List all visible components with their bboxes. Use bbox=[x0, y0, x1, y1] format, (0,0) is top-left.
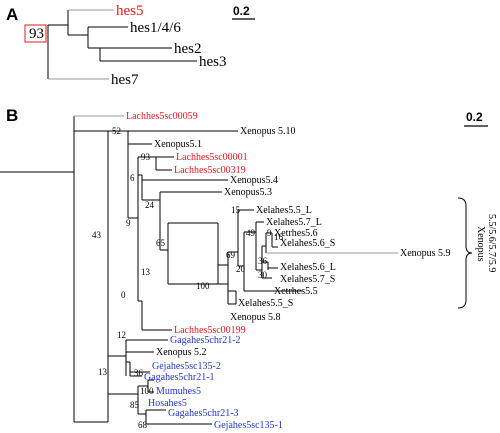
taxon-xtr55: Xetrhes5.5 bbox=[274, 286, 318, 297]
bootstrap-65: 65 bbox=[156, 238, 166, 248]
taxon-x56S: Xelahes5.6_S bbox=[280, 238, 335, 249]
taxon-ga213: Gagahes5chr21-3 bbox=[168, 408, 239, 419]
panel-a-tree bbox=[47, 9, 197, 80]
taxon-mu: Mumuhes5 bbox=[156, 386, 201, 397]
bootstrap-85: 85 bbox=[130, 400, 140, 410]
bootstrap-68: 68 bbox=[138, 420, 148, 430]
bootstrap-13a: 13 bbox=[141, 267, 151, 277]
panel-a-taxon-hes2: hes2 bbox=[174, 41, 202, 57]
taxon-lach01: Lachhes5sc00001 bbox=[176, 152, 248, 163]
bootstrap-93: 93 bbox=[141, 152, 151, 162]
bootstrap-15: 15 bbox=[231, 205, 241, 215]
bootstrap-0: 0 bbox=[121, 290, 126, 300]
taxon-xen53: Xenopus5.3 bbox=[224, 187, 272, 198]
panel-a-taxon-hes146: hes1/4/6 bbox=[130, 20, 181, 36]
panel-a-scale-label: 0.2 bbox=[233, 4, 250, 18]
panel-a-taxon-hes3: hes3 bbox=[199, 54, 227, 70]
taxon-lach59: Lachhes5sc00059 bbox=[126, 111, 198, 122]
bootstrap-100b: 100 bbox=[140, 386, 154, 396]
panel-b-scale-label: 0.2 bbox=[466, 110, 483, 124]
xenopus-group-bracket bbox=[457, 197, 473, 309]
taxon-xen510: Xenopus 5.10 bbox=[240, 126, 296, 137]
taxon-xen51: Xenopus5.1 bbox=[154, 139, 202, 150]
bootstrap-6: 6 bbox=[130, 173, 135, 183]
xenopus-group-label-2: 5.5/5.6/5.7/5.9 bbox=[486, 214, 497, 272]
taxon-ga212: Gagahes5chr21-2 bbox=[170, 335, 241, 346]
bootstrap-100a: 100 bbox=[196, 281, 210, 291]
xenopus-group-label-1: Xenopus bbox=[475, 226, 486, 262]
bootstrap-43: 43 bbox=[92, 230, 102, 240]
bootstrap-9a: 9 bbox=[267, 228, 272, 238]
taxon-ge1351: Gejahes5sc135-1 bbox=[214, 420, 283, 431]
panel-a-taxon-hes7: hes7 bbox=[111, 72, 139, 88]
bootstrap-49: 49 bbox=[246, 228, 256, 238]
taxon-ga211: Gagahes5chr21-1 bbox=[144, 372, 215, 383]
panel-a-bootstrap: 93 bbox=[29, 26, 44, 42]
bootstrap-69: 69 bbox=[226, 250, 236, 260]
taxon-xtr56: Xetrhes5.6 bbox=[274, 228, 318, 239]
bootstrap-36b: 36 bbox=[134, 368, 144, 378]
bootstrap-36: 36 bbox=[258, 256, 268, 266]
panel-b-letter: B bbox=[6, 106, 18, 125]
taxon-ho: Hosahes5 bbox=[148, 398, 187, 409]
bootstrap-16: 16 bbox=[274, 232, 284, 242]
panel-a-letter: A bbox=[6, 5, 18, 24]
taxon-lach199: Lachhes5sc00199 bbox=[174, 325, 246, 336]
bootstrap-30: 30 bbox=[258, 270, 268, 280]
taxon-xen59: Xenopus 5.9 bbox=[400, 248, 451, 259]
taxon-lach319: Lachhes5sc00319 bbox=[174, 165, 246, 176]
bootstrap-20: 20 bbox=[236, 264, 246, 274]
bootstrap-52: 52 bbox=[112, 126, 121, 136]
panel-b-tree bbox=[0, 115, 398, 425]
taxon-x57S: Xelahes5.7_S bbox=[280, 274, 335, 285]
bootstrap-12: 12 bbox=[117, 330, 126, 340]
taxon-x56L: Xelahes5.6_L bbox=[280, 262, 336, 273]
taxon-x55S: Xelahes5.5_S bbox=[238, 298, 293, 309]
taxon-xen58: Xenopus 5.8 bbox=[230, 312, 281, 323]
bootstrap-9b: 9 bbox=[126, 218, 131, 228]
bootstrap-24: 24 bbox=[145, 200, 155, 210]
taxon-x57L: Xelahes5.7_L bbox=[266, 217, 322, 228]
bootstrap-13b: 13 bbox=[98, 367, 108, 377]
taxon-xen52: Xenopus 5.2 bbox=[156, 347, 207, 358]
panel-a-bootstrap-box bbox=[24, 24, 47, 43]
taxon-ge1352: Gejahes5sc135-2 bbox=[152, 361, 221, 372]
panel-a-taxon-hes5: hes5 bbox=[116, 3, 144, 19]
taxon-xen54: Xenopus5.4 bbox=[230, 175, 278, 186]
taxon-x55L: Xelahes5.5_L bbox=[256, 205, 312, 216]
